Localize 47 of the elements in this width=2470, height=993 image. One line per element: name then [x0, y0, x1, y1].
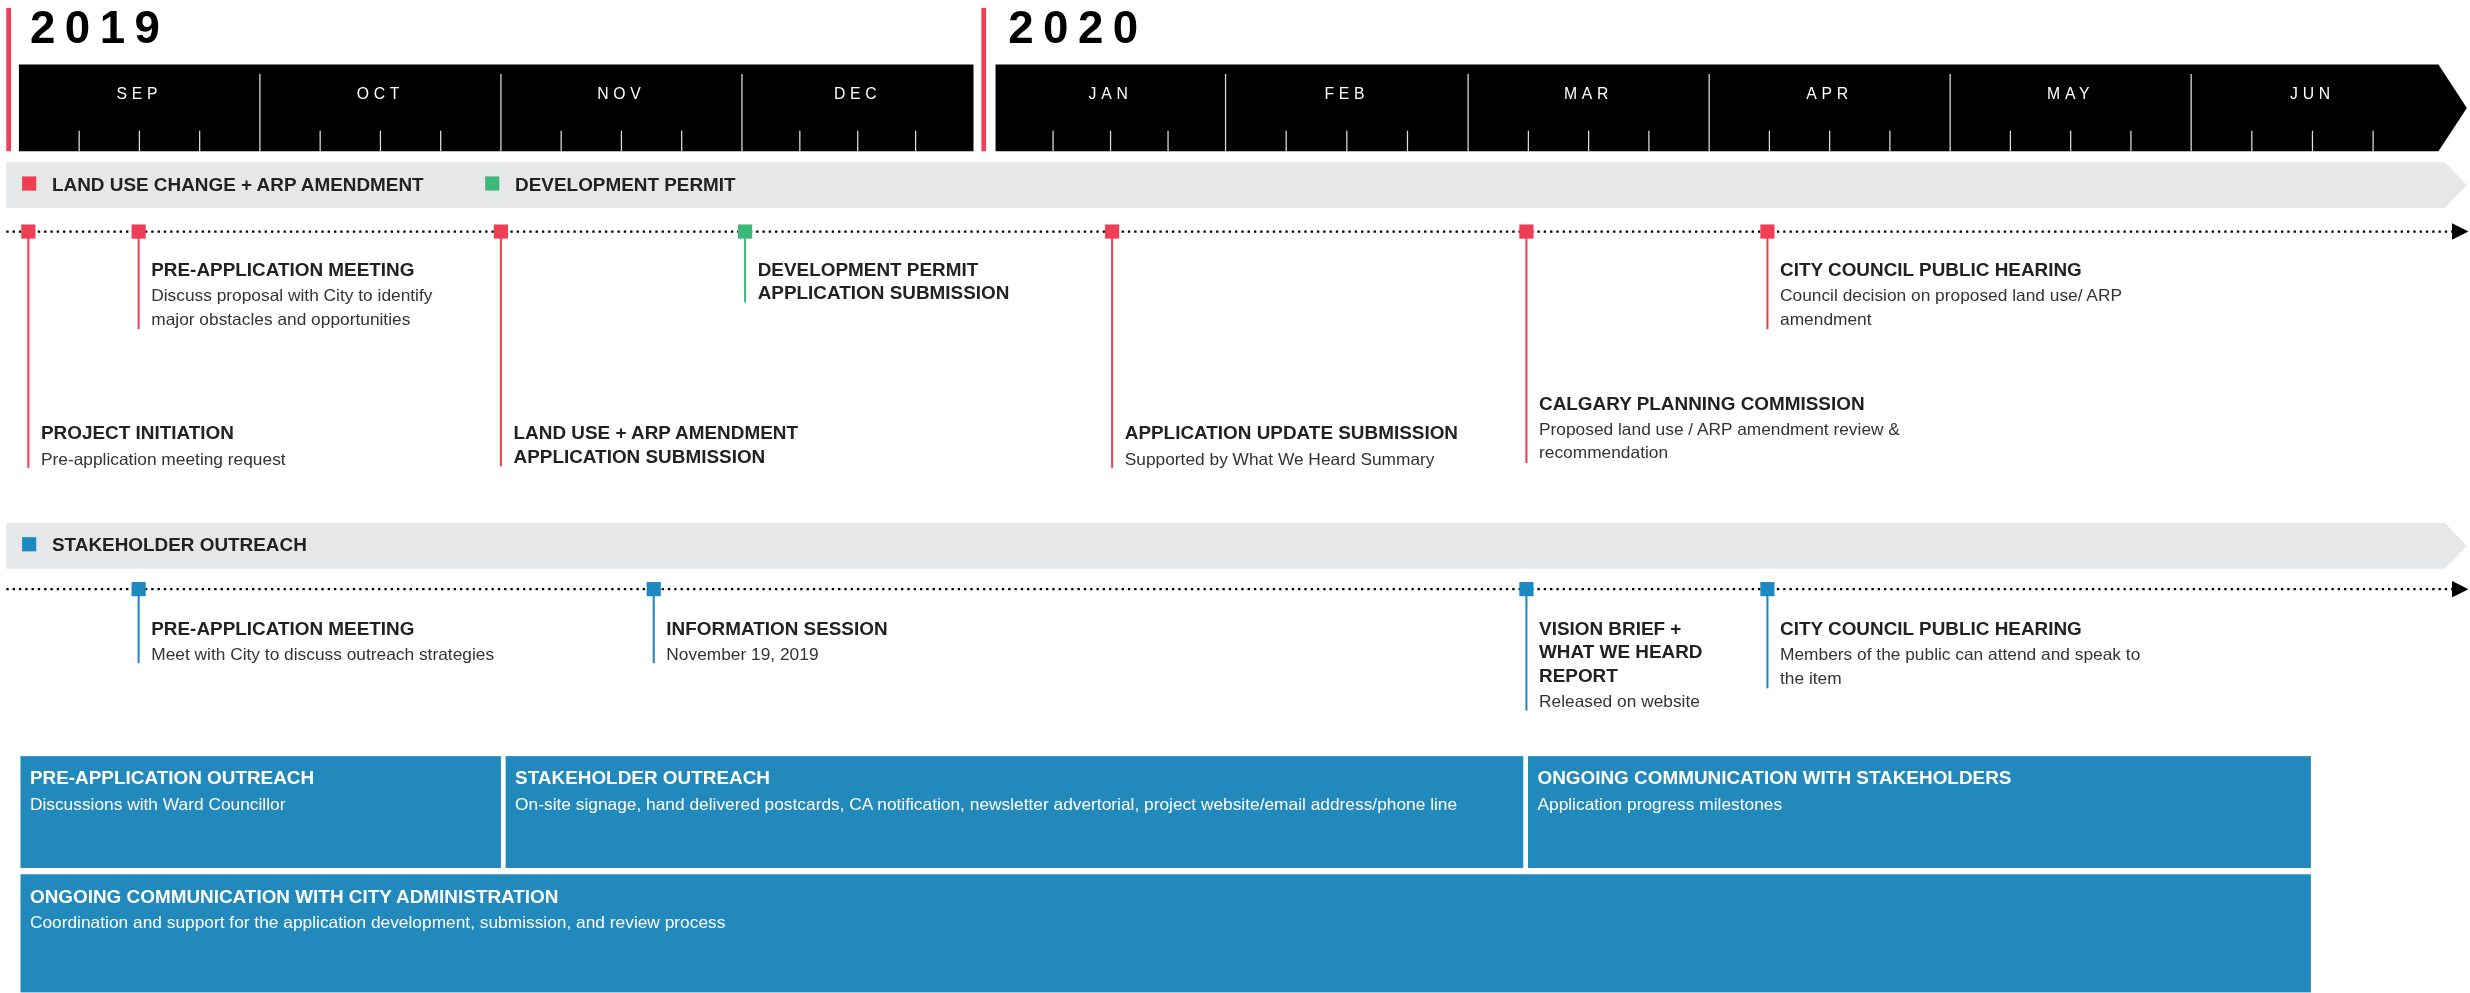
month-label: APR — [1805, 86, 1854, 103]
milestone-title: LAND USE + ARP AMENDMENT APPLICATION SUBMISSION — [513, 422, 799, 470]
milestone-title: CITY COUNCIL PUBLIC HEARING — [1780, 258, 2083, 282]
panel-description: Application progress milestones — [1537, 792, 1784, 815]
milestone-title: PRE-APPLICATION MEETING — [151, 258, 416, 282]
panel-description: On-site signage, hand delivered postcards, CA notification, newsletter advertorial, project website/email address/phone line — [515, 792, 1459, 815]
legend-label: STAKEHOLDER OUTREACH — [52, 535, 307, 555]
milestone-description: Members of the public can attend and speak to the item — [1780, 643, 2142, 690]
milestone-title: CALGARY PLANNING COMMISSION — [1539, 392, 1866, 416]
month-label: DEC — [833, 86, 883, 103]
panel-title: STAKEHOLDER OUTREACH — [515, 767, 771, 792]
milestone-title: INFORMATION SESSION — [666, 617, 889, 642]
month-label: JUN — [2289, 86, 2336, 103]
panel-title: ONGOING COMMUNICATION WITH STAKEHOLDERS — [1537, 767, 2013, 792]
legend-label: DEVELOPMENT PERMIT — [515, 174, 736, 194]
milestone-title: VISION BRIEF + WHAT WE HEARD REPORT — [1539, 617, 1704, 689]
legend-label: LAND USE CHANGE + ARP AMENDMENT — [52, 174, 424, 194]
milestone-description: November 19, 2019 — [666, 643, 820, 666]
month-label: NOV — [596, 86, 647, 103]
month-label: SEP — [115, 86, 164, 103]
milestone-description: Supported by What We Heard Summary — [1124, 447, 1436, 470]
outreach-panel — [1528, 756, 2311, 868]
year-label: 2019 — [29, 4, 170, 51]
milestone-description: Discuss proposal with City to identify major obstacles and opportunities — [151, 284, 434, 331]
panel-title: ONGOING COMMUNICATION WITH CITY ADMINISTRATION — [29, 885, 560, 910]
month-label: JAN — [1087, 86, 1134, 103]
outreach-panel — [505, 756, 1524, 868]
outreach-panel — [20, 756, 501, 868]
milestone-description: Meet with City to discuss outreach strategies — [151, 643, 496, 666]
milestone-title: PROJECT INITIATION — [40, 422, 235, 446]
milestone-title: APPLICATION UPDATE SUBMISSION — [1124, 422, 1459, 446]
milestone-title: PRE-APPLICATION MEETING — [151, 617, 416, 642]
milestone-title: CITY COUNCIL PUBLIC HEARING — [1780, 617, 2083, 642]
panel-title: PRE-APPLICATION OUTREACH — [29, 767, 316, 792]
month-label: MAR — [1563, 86, 1615, 103]
year-label: 2020 — [1008, 4, 1148, 51]
month-label: OCT — [355, 86, 406, 103]
milestone-description: Proposed land use / ARP amendment review & recommendation — [1539, 418, 1901, 465]
milestone-description: Council decision on proposed land use/ ARP amendment — [1780, 284, 2123, 331]
outreach-panel — [20, 874, 2311, 993]
month-label: FEB — [1323, 86, 1371, 103]
milestone-description: Released on website — [1539, 690, 1701, 713]
panel-description: Discussions with Ward Councillor — [29, 792, 287, 815]
month-label: MAY — [2046, 86, 2096, 103]
panel-description: Coordination and support for the application development, submission, and review process — [29, 910, 727, 933]
milestone-title: DEVELOPMENT PERMIT APPLICATION SUBMISSION — [757, 258, 1011, 306]
milestone-description: Pre-application meeting request — [40, 447, 287, 470]
